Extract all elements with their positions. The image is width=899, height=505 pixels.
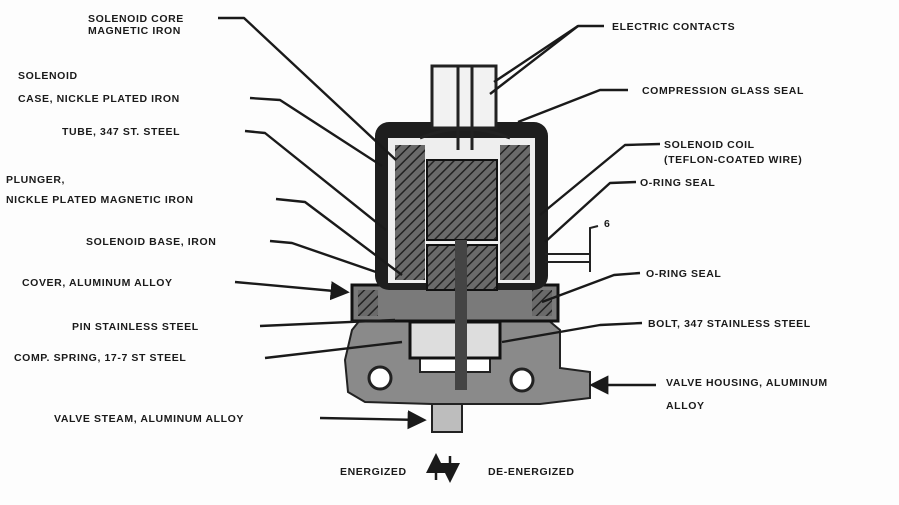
label-o-ring-lower: O-RING SEAL bbox=[646, 268, 721, 280]
label-cover: COVER, ALUMINUM ALLOY bbox=[22, 277, 173, 289]
direction-arrows-icon bbox=[426, 453, 460, 483]
label-pin: PIN STAINLESS STEEL bbox=[72, 321, 199, 333]
label-dimension: 6 bbox=[604, 218, 610, 230]
label-solenoid-core-material: MAGNETIC IRON bbox=[88, 25, 181, 37]
label-plunger-material: NICKLE PLATED MAGNETIC IRON bbox=[6, 194, 194, 206]
label-valve-stem: VALVE STEAM, ALUMINUM ALLOY bbox=[54, 413, 244, 425]
label-glass-seal: COMPRESSION GLASS SEAL bbox=[642, 85, 804, 97]
label-bolt: BOLT, 347 STAINLESS STEEL bbox=[648, 318, 811, 330]
label-de-energized: DE-ENERGIZED bbox=[488, 466, 575, 478]
label-solenoid-case: SOLENOID bbox=[18, 70, 78, 82]
label-valve-housing: VALVE HOUSING, ALUMINUM bbox=[666, 377, 828, 389]
label-spring: COMP. SPRING, 17-7 ST STEEL bbox=[14, 352, 186, 364]
solenoid-core bbox=[426, 159, 498, 241]
label-solenoid-coil-material: (TEFLON-COATED WIRE) bbox=[664, 154, 802, 166]
label-energized: ENERGIZED bbox=[340, 466, 407, 478]
label-solenoid-case-material: CASE, NICKLE PLATED IRON bbox=[18, 93, 180, 105]
label-valve-housing-material: ALLOY bbox=[666, 400, 705, 412]
label-tube: TUBE, 347 ST. STEEL bbox=[62, 126, 180, 138]
mount-hole-left bbox=[367, 365, 393, 391]
label-solenoid-coil: SOLENOID COIL bbox=[664, 139, 755, 151]
coil-right bbox=[500, 145, 530, 280]
electric-contacts-cap bbox=[419, 64, 511, 150]
pin bbox=[455, 240, 467, 390]
dimension-marker bbox=[545, 225, 599, 272]
valve-stem bbox=[431, 403, 463, 433]
label-solenoid-core: SOLENOID CORE bbox=[88, 13, 184, 25]
label-electric-contacts: ELECTRIC CONTACTS bbox=[612, 21, 735, 33]
label-solenoid-base: SOLENOID BASE, IRON bbox=[86, 236, 216, 248]
label-plunger: PLUNGER, bbox=[6, 174, 65, 186]
mount-hole-right bbox=[509, 367, 535, 393]
coil-left bbox=[395, 145, 425, 280]
label-o-ring-upper: O-RING SEAL bbox=[640, 177, 715, 189]
leader-lines bbox=[218, 16, 661, 430]
solenoid-case bbox=[375, 122, 548, 390]
